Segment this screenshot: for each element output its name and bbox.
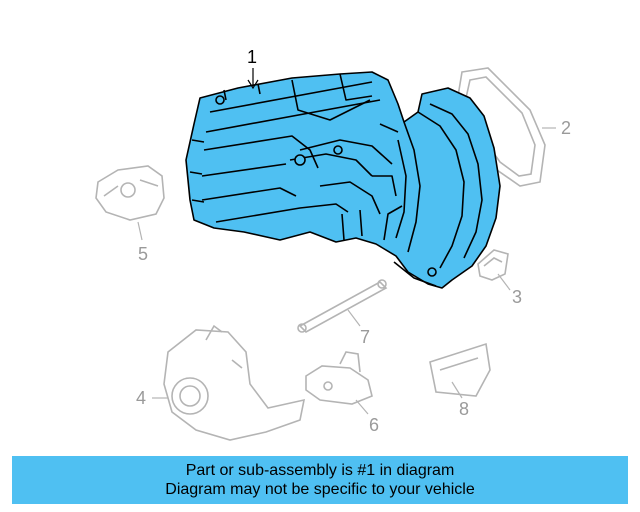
callout-3: 3 [512, 287, 523, 307]
info-banner: Part or sub-assembly is #1 in diagram Di… [12, 456, 628, 504]
banner-line-2: Diagram may not be specific to your vehi… [165, 481, 475, 498]
callout-4: 4 [136, 388, 147, 408]
callout-5: 5 [138, 244, 149, 264]
part-6-mount[interactable] [305, 351, 373, 405]
leader-lines [137, 68, 556, 415]
callout-7: 7 [360, 327, 371, 347]
part-1-hvac-case-assembly[interactable] [185, 71, 501, 289]
arrow-1 [247, 79, 259, 90]
callout-6: 6 [369, 415, 380, 435]
leader-3 [497, 273, 511, 291]
callout-8: 8 [459, 399, 470, 419]
leader-7 [347, 309, 361, 327]
leader-5 [137, 221, 143, 241]
part-4-blower-housing[interactable] [163, 324, 306, 441]
part-3-bracket[interactable] [477, 249, 509, 281]
leader-8 [451, 381, 463, 399]
part-8-panel[interactable] [429, 342, 491, 397]
callout-1: 1 [247, 47, 258, 67]
leader-6 [355, 399, 369, 415]
banner-line-1: Part or sub-assembly is #1 in diagram [185, 462, 455, 479]
part-7-link-rod[interactable] [297, 279, 388, 333]
callout-2: 2 [561, 118, 572, 138]
part-5-actuator[interactable] [95, 165, 165, 221]
